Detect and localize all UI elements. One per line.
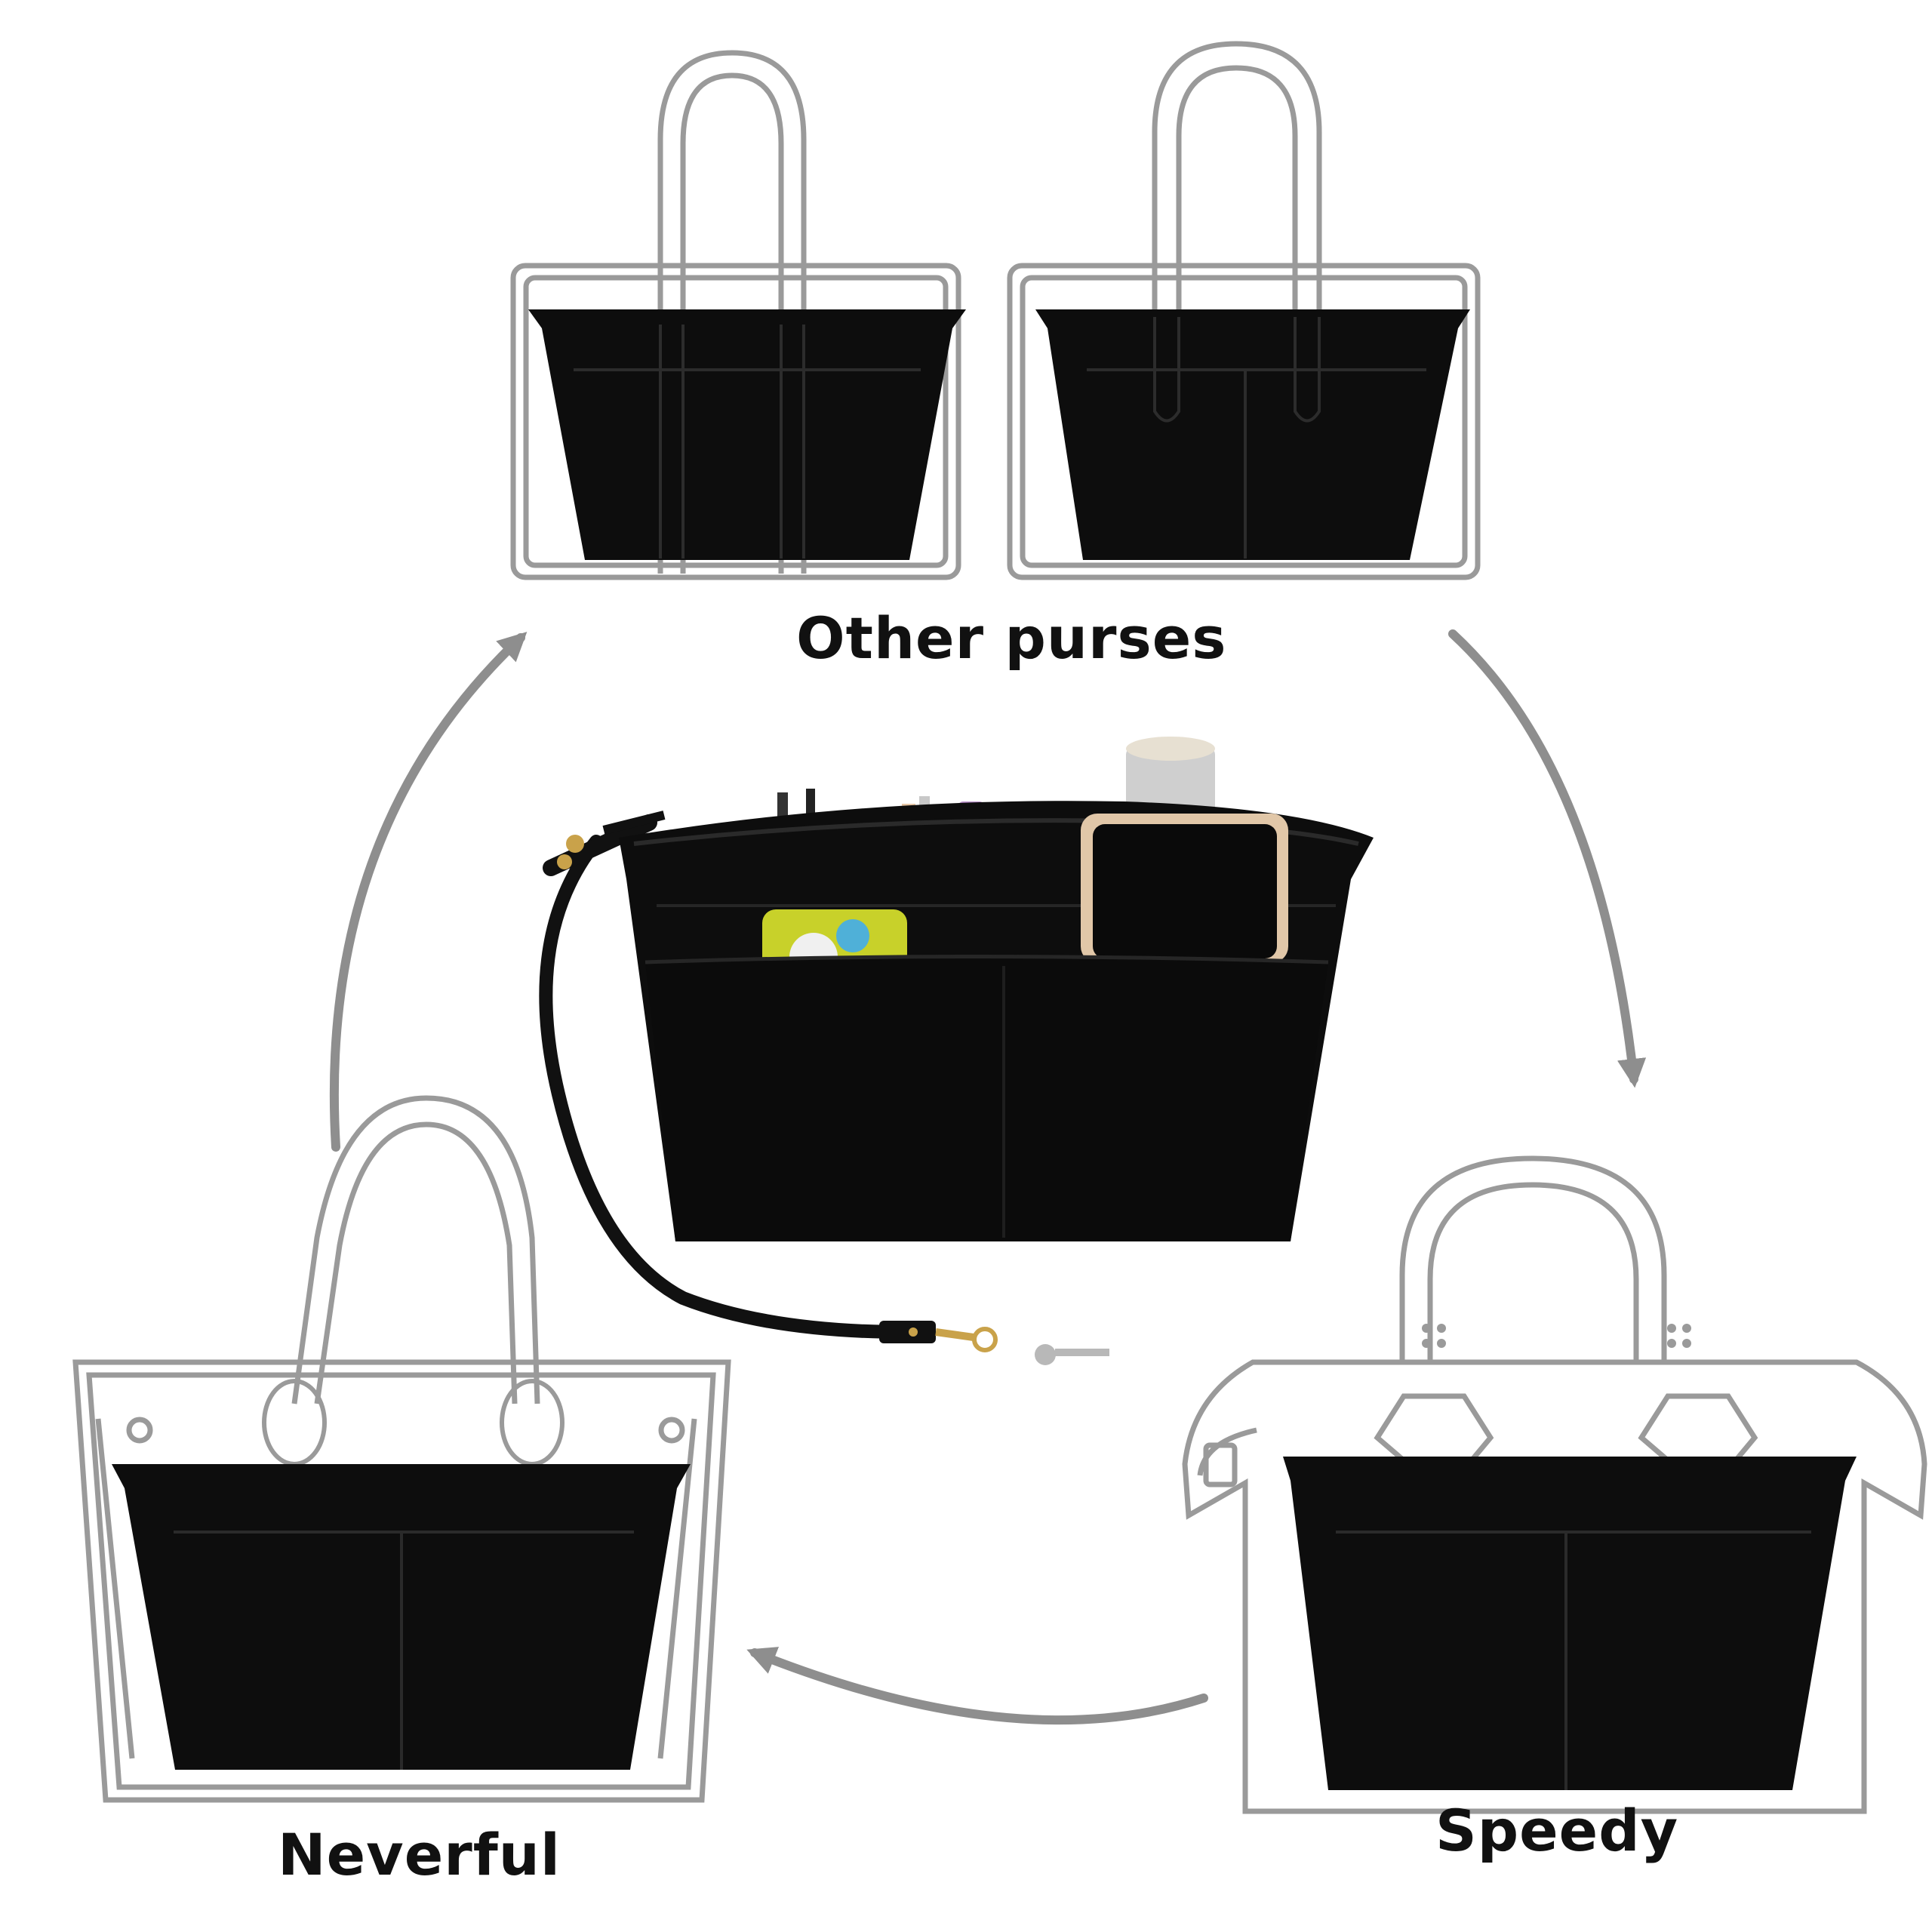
tote-outline-right-icon [1007, 41, 1481, 580]
organizer-insert-icon [539, 737, 1374, 1365]
label-other-purses: Other purses [796, 605, 1227, 672]
arrow-to-speedy-icon [1448, 629, 1647, 1088]
cycle-arrows [329, 629, 1647, 1725]
neverfull-bag-outline-icon [72, 1095, 731, 1803]
tote-outline-left-icon [510, 50, 966, 580]
arrow-to-neverful-icon [746, 1647, 1208, 1725]
arrow-to-other-icon [329, 632, 528, 1152]
label-neverful: Neverful [278, 1821, 561, 1888]
label-speedy: Speedy [1435, 1797, 1679, 1864]
speedy-bag-outline-icon [1182, 1155, 1927, 1814]
